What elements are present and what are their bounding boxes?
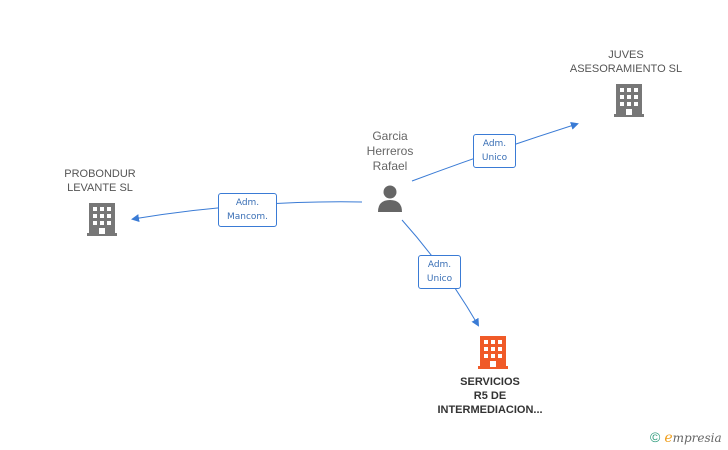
company-label-probondur[interactable]: PROBONDUR LEVANTE SL xyxy=(50,167,150,195)
person-name-line: Herreros xyxy=(366,144,414,158)
company-label-line: PROBONDUR xyxy=(64,168,136,180)
company-label-line: LEVANTE SL xyxy=(67,182,133,194)
brand-logo[interactable]: ©empresia xyxy=(650,429,722,446)
copyright-icon: © xyxy=(650,429,661,445)
building-icon-probondur[interactable] xyxy=(87,203,117,236)
person-name-line: Rafael xyxy=(372,159,408,173)
company-label-line: R5 DE xyxy=(473,390,507,402)
company-label-servicios[interactable]: SERVICIOS R5 DE INTERMEDIACION... xyxy=(420,375,560,417)
edge-label-servicios: Adm. Unico xyxy=(418,255,461,289)
company-label-line: JUVES xyxy=(608,49,644,61)
edge-label-line: Unico xyxy=(426,274,453,284)
edge-label-line: Adm. xyxy=(482,139,507,149)
building-icon-juves[interactable] xyxy=(614,84,644,117)
edge-label-line: Unico xyxy=(481,153,508,163)
edge-label-line: Adm. xyxy=(427,260,452,270)
brand-name: mpresia xyxy=(672,431,722,445)
company-label-line: INTERMEDIACION... xyxy=(437,404,543,416)
company-label-line: SERVICIOS xyxy=(460,376,520,388)
company-label-line: ASESORAMIENTO SL xyxy=(569,63,683,75)
building-icon-servicios[interactable] xyxy=(478,336,508,369)
person-name[interactable]: Garcia Herreros Rafael xyxy=(350,129,430,174)
edge-label-line: Mancom. xyxy=(226,212,269,222)
person-icon[interactable] xyxy=(378,185,402,213)
brand-e: e xyxy=(664,430,673,446)
edge-label-probondur: Adm. Mancom. xyxy=(218,193,277,227)
edge-label-juves: Adm. Unico xyxy=(473,134,516,168)
company-label-juves[interactable]: JUVES ASESORAMIENTO SL xyxy=(560,48,692,76)
person-name-line: Garcia xyxy=(372,129,408,143)
edge-label-line: Adm. xyxy=(235,198,260,208)
